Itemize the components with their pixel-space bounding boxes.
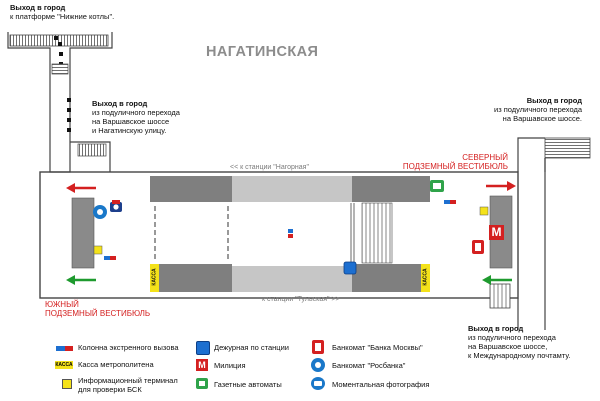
exit-top-right-line2: на Варшавское шоссе.: [502, 114, 582, 123]
emergency-column-icon: [56, 346, 65, 351]
platform-block-upper-right: [352, 176, 430, 202]
exit-top-right-line1: из подуличного перехода: [494, 105, 582, 114]
atm-bank-moscow-icon: [472, 240, 484, 254]
info-terminal-icon: [93, 245, 103, 255]
south-escalator: [71, 197, 95, 269]
exit-top-left-text: к платформе "Нижние котлы".: [10, 12, 115, 21]
police-icon: М: [196, 359, 208, 371]
exit-top-right-title: Выход в город: [526, 96, 582, 105]
ticket-office-booth-north: КАССА: [421, 264, 430, 292]
atm-rosbank-icon: [311, 358, 325, 372]
photo-booth-icon: [110, 202, 122, 212]
legend-label-police: Милиция: [214, 361, 246, 370]
atm-rosbank-icon: [93, 205, 107, 219]
exit-mid-left-line2: на Варшавское шоссе: [92, 117, 170, 126]
right-corridors: [489, 137, 591, 330]
exit-mid-left-line3: и Нагатинскую улицу.: [92, 126, 167, 135]
exit-bottom-right-line1: из подуличного перехода: [468, 333, 556, 342]
legend-label-atm-bank-moscow: Банкомат "Банка Москвы": [332, 343, 423, 352]
platform-block-upper-left: [150, 176, 232, 202]
exit-mid-left-line1: из подуличного перехода: [92, 108, 180, 117]
legend-label-ticket-office: Касса метрополитена: [78, 360, 154, 369]
photo-booth-icon: [311, 377, 325, 390]
legend-label-atm-rosbank: Банкомат "Росбанка": [332, 361, 406, 370]
emergency-column-icon: [104, 256, 116, 260]
exit-bottom-right-line3: к Международному почтамту.: [468, 351, 571, 360]
legend-label-newspaper: Газетные автоматы: [214, 380, 282, 389]
legend-label-duty-officer: Дежурная по станции: [214, 343, 289, 352]
exit-bottom-right-title: Выход в город: [468, 324, 524, 333]
south-vestibule-label-2: ПОДЗЕМНЫЙ ВЕСТИБЮЛЬ: [45, 309, 151, 318]
emergency-column-icon: [288, 229, 293, 238]
legend-label-emergency: Колонна экстренного вызова: [78, 343, 179, 352]
legend-label-photo-booth: Моментальная фотография: [332, 380, 430, 389]
police-icon: [489, 225, 504, 240]
south-green-arrow: [482, 275, 512, 285]
ticket-office-icon: КАССА: [55, 361, 73, 369]
south-red-arrow: [486, 181, 516, 191]
platform-block-lower-right: [352, 264, 430, 292]
north-vestibule-label-1: СЕВЕРНЫЙ: [462, 153, 508, 162]
south-vestibule-label-1: ЮЖНЫЙ: [45, 300, 79, 309]
exit-top-left-title: Выход в город: [10, 3, 66, 12]
newspaper-vending-icon: [196, 378, 208, 389]
atm-bank-moscow-icon: [312, 340, 324, 354]
legend-label-info-terminal-1: Информационный терминал: [78, 376, 178, 385]
north-green-arrow: [66, 275, 96, 285]
legend-label-info-terminal-2: для проверки БСК: [78, 385, 142, 394]
north-vestibule-label-2: ПОДЗЕМНЫЙ ВЕСТИБЮЛЬ: [402, 162, 508, 171]
info-terminal-icon: [62, 379, 72, 389]
info-terminal-icon: [479, 206, 489, 216]
central-stairs: [361, 202, 393, 264]
platform-block-lower-mid: [232, 266, 352, 292]
north-red-arrow: [66, 183, 96, 193]
direction-south-label: к станции "Тульская" >>: [262, 296, 340, 303]
newspaper-vending-icon: [430, 180, 444, 192]
direction-north-label: << к станции "Нагорная": [230, 164, 309, 171]
platform-block-lower-left: [150, 264, 232, 292]
station-hall-outline: [39, 171, 519, 299]
emergency-column-icon: [65, 346, 73, 351]
platform-block-upper-mid: [232, 176, 352, 202]
exit-mid-left-title: Выход в город: [92, 99, 148, 108]
emergency-column-icon: [444, 200, 456, 204]
emergency-column-icon: [112, 200, 120, 204]
ticket-office-booth-south: КАССА: [150, 264, 159, 292]
station-name: НАГАТИНСКАЯ: [206, 44, 319, 60]
duty-officer-icon: [196, 341, 210, 355]
police-m-glyph: М: [491, 225, 502, 239]
duty-officer-icon: [343, 261, 357, 275]
exit-bottom-right-line2: на Варшавское шоссе,: [468, 342, 548, 351]
